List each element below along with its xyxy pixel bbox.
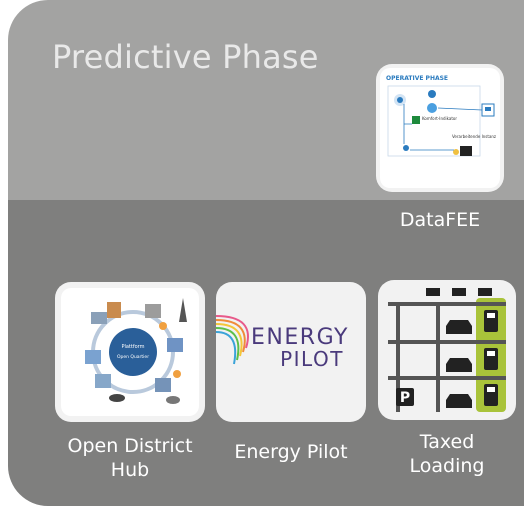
phase-panel: Predictive Phase OPERATIVE PHASE Komfort… — [8, 0, 524, 506]
open-district-hub-label: Open District Hub — [48, 434, 212, 482]
hub-center-a: Plattform — [121, 344, 144, 350]
datafee-diagram-thumbnail: OPERATIVE PHASE Komfort-Indikator Verarb… — [380, 68, 500, 188]
datafee-label: DataFEE — [399, 209, 481, 231]
energy-logo-line2: PILOT — [280, 347, 344, 371]
taxed-loading-tile[interactable]: P — [378, 280, 516, 420]
parking-sign: P — [400, 390, 410, 406]
hub-center-b: Open Quartier — [117, 354, 149, 360]
energy-pilot-tile[interactable]: ENERGY PILOT — [216, 282, 366, 422]
datafee-tile[interactable]: OPERATIVE PHASE Komfort-Indikator Verarb… — [376, 64, 504, 192]
diagram-header: OPERATIVE PHASE — [386, 75, 448, 82]
taxed-loading-thumbnail: P — [388, 288, 506, 412]
diagram-node-b: Verarbeitende Instanz — [452, 134, 496, 139]
open-district-hub-label-line2: Hub — [110, 459, 150, 481]
energy-pilot-label: Energy Pilot — [234, 441, 348, 463]
taxed-loading-label: Taxed Loading — [378, 430, 516, 478]
diagram-node-a: Komfort-Indikator — [422, 116, 457, 121]
phase-title: Predictive Phase — [52, 38, 319, 76]
taxed-loading-label-line2: Loading — [409, 455, 485, 477]
energy-logo-line1: ENERGY — [251, 325, 349, 350]
open-district-hub-thumbnail: Plattform Open Quartier — [61, 288, 199, 416]
open-district-hub-label-line1: Open District — [67, 435, 193, 457]
energy-pilot-logo: ENERGY PILOT — [216, 315, 349, 371]
taxed-loading-label-line1: Taxed — [419, 431, 475, 453]
open-district-hub-tile[interactable]: Plattform Open Quartier — [55, 282, 205, 422]
